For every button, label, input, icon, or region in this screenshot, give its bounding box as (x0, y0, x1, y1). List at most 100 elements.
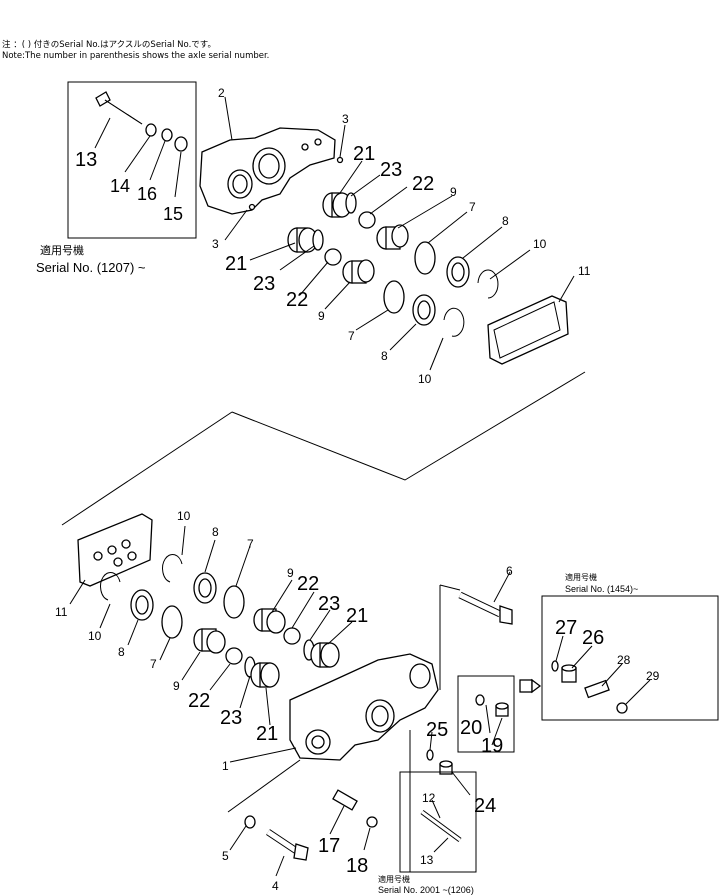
callout-22: 22 (286, 289, 308, 311)
callout-28: 28 (617, 653, 631, 667)
bolt-kit-box-top (67, 81, 197, 239)
callout-7: 7 (150, 657, 157, 671)
clip-10-lower (443, 307, 465, 337)
callout-25: 25 (426, 719, 448, 741)
ring-7-bottom-upper (223, 585, 245, 619)
o-ring-20 (475, 694, 485, 706)
callout-10: 10 (88, 629, 102, 643)
callout-23: 23 (220, 707, 242, 729)
callout-15: 15 (163, 204, 183, 224)
ball-22-bottom-upper (283, 627, 301, 645)
callout-9: 9 (173, 679, 180, 693)
pin-3-lower (248, 203, 256, 211)
brake-pad-11-top (487, 295, 569, 365)
callout-3: 3 (342, 112, 349, 126)
brake-pad-11-bottom (77, 513, 153, 587)
bleeder-17 (332, 789, 358, 811)
callout-23: 23 (380, 159, 402, 181)
pin-3-top (336, 156, 344, 164)
ball-22-lower (324, 248, 342, 266)
clip-10-bottom-upper (162, 553, 183, 583)
callout-23: 23 (253, 273, 275, 295)
callout-21: 21 (346, 605, 368, 627)
callout-17: 17 (318, 835, 340, 857)
leader-lines-top (94, 96, 575, 371)
callout-5: 5 (222, 849, 229, 863)
plug-24 (439, 760, 453, 775)
adapter-26 (561, 664, 577, 683)
ball-22-upper (358, 211, 376, 229)
clip-10-upper (477, 269, 499, 299)
ring-7-upper (414, 241, 436, 275)
piston-21-lower (287, 227, 318, 253)
fitting-box (457, 675, 515, 753)
callout-22: 22 (297, 573, 319, 595)
callout-4: 4 (272, 879, 279, 893)
piston-9-lower (342, 259, 375, 284)
o-ring-27 (551, 660, 559, 672)
fitting-kit-box-right (541, 595, 719, 721)
callout-1: 1 (222, 759, 229, 773)
callout-12: 12 (422, 791, 436, 805)
ring-7-lower (383, 280, 405, 314)
cap-29 (616, 702, 628, 714)
callout-7: 7 (247, 537, 254, 551)
washer-14 (145, 123, 157, 137)
fitting-arrow (519, 678, 542, 694)
washer-5 (244, 815, 256, 829)
nut-15 (174, 136, 188, 152)
callout-7: 7 (469, 200, 476, 214)
callout-8: 8 (212, 525, 219, 539)
note-english: Note:The number in parenthesis shows the… (2, 51, 270, 61)
callout-22: 22 (188, 690, 210, 712)
callout-13: 13 (75, 149, 97, 171)
callout-20: 20 (460, 717, 482, 739)
caliper-body-1 (289, 653, 439, 761)
callout-16: 16 (137, 184, 157, 204)
serial-label-bottom-jp: 適用号機 (378, 874, 410, 884)
callout-8: 8 (381, 349, 388, 363)
callout-22: 22 (412, 173, 434, 195)
bolt-kit-box-bottom (399, 771, 477, 873)
callout-9: 9 (287, 566, 294, 580)
piston-9-bottom-lower (193, 628, 226, 654)
bolt-6 (458, 591, 513, 625)
guide-line-top (231, 371, 586, 481)
piston-21-bottom-upper (310, 642, 340, 668)
callout-26: 26 (582, 627, 604, 649)
seal-23-upper (345, 192, 357, 214)
callout-10: 10 (418, 372, 432, 386)
callout-10: 10 (533, 237, 547, 251)
cap-18 (366, 816, 378, 828)
callout-8: 8 (118, 645, 125, 659)
callout-18: 18 (346, 855, 368, 877)
callout-23: 23 (318, 593, 340, 615)
serial-label-bottom: Serial No. 2001 ~(1206) (378, 885, 474, 895)
piston-9-bottom-upper (253, 608, 286, 634)
caliper-body-2 (199, 127, 336, 215)
callout-6: 6 (506, 564, 513, 578)
serial-label-right-jp: 適用号機 (565, 572, 597, 582)
callout-21: 21 (225, 253, 247, 275)
callout-3: 3 (212, 237, 219, 251)
bleeder-19 (495, 702, 509, 717)
note-japanese: 注 ：( ) 付きのSerial No.はアクスルのSerial No.です。 (2, 40, 216, 50)
clip-10-bottom-lower (100, 571, 121, 601)
ring-7-bottom-lower (161, 605, 183, 639)
callout-24: 24 (474, 795, 496, 817)
bolt-13-top (95, 91, 143, 125)
bolt-13-bottom (420, 809, 462, 843)
callout-2: 2 (218, 86, 225, 100)
callout-9: 9 (318, 309, 325, 323)
callout-11: 11 (578, 264, 591, 278)
seal-23-lower (312, 229, 324, 251)
serial-label-top-left-jp: 適用号機 (40, 243, 84, 257)
guide-line-mid (61, 411, 233, 526)
callout-27: 27 (555, 617, 577, 639)
callout-8: 8 (502, 214, 509, 228)
piston-21-bottom-lower (250, 662, 280, 688)
bolt-4 (266, 829, 309, 861)
callout-21: 21 (256, 723, 278, 745)
callout-19: 19 (481, 735, 503, 757)
